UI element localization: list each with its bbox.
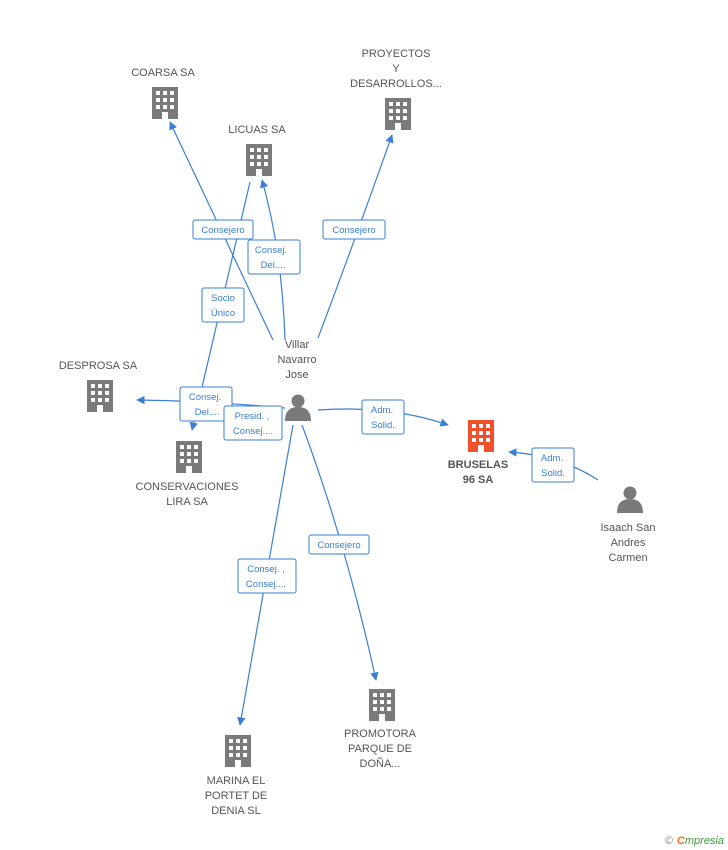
node-label: BRUSELAS xyxy=(448,459,509,471)
nodes: COARSA SA PROYECTOS Y DESARROLLOS... LIC… xyxy=(59,48,656,817)
relation-text: Consej. , xyxy=(247,564,285,575)
node-bruselas[interactable]: BRUSELAS 96 SA xyxy=(448,420,509,486)
relation-text: Presid. , xyxy=(235,411,270,422)
node-proyectos[interactable]: PROYECTOS Y DESARROLLOS... xyxy=(350,48,442,130)
copyright-symbol: © xyxy=(664,835,673,847)
relation-labels: Consejero Consej. Del.... Consejero Soci… xyxy=(179,219,575,594)
node-label: COARSA SA xyxy=(131,67,195,79)
person-icon xyxy=(285,394,311,421)
building-icon xyxy=(246,144,272,176)
node-label: DENIA SL xyxy=(211,805,261,817)
relation-text: Consej.... xyxy=(233,426,273,437)
building-icon xyxy=(468,420,494,452)
node-label: CONSERVACIONES xyxy=(136,481,239,493)
relation-text: Consej. xyxy=(189,392,221,403)
relation-text: Consejero xyxy=(332,225,375,236)
node-licuas[interactable]: LICUAS SA xyxy=(228,124,286,176)
watermark: ©Cmpresia xyxy=(665,835,724,847)
node-desprosa[interactable]: DESPROSA SA xyxy=(59,360,138,412)
relation-text: Consejero xyxy=(317,540,360,551)
relation-label-marina[interactable]: Consej. , Consej.... xyxy=(237,558,297,594)
relation-text: Adm. xyxy=(371,405,393,416)
node-label: DESPROSA SA xyxy=(59,360,138,372)
node-coarsa[interactable]: COARSA SA xyxy=(131,67,195,119)
node-label: 96 SA xyxy=(463,474,494,486)
relation-text: Consejero xyxy=(201,225,244,236)
node-label: Carmen xyxy=(608,552,647,564)
building-icon xyxy=(225,735,251,767)
node-marina[interactable]: MARINA EL PORTET DE DENIA SL xyxy=(205,735,268,817)
node-label: Andres xyxy=(611,537,646,549)
relation-label-promotora[interactable]: Consejero xyxy=(308,534,370,555)
node-isaach[interactable]: Isaach San Andres Carmen xyxy=(600,486,656,565)
relation-label-coarsa[interactable]: Consejero xyxy=(192,219,254,240)
relation-label-socio[interactable]: Socio Único xyxy=(201,287,245,323)
node-label: PROYECTOS xyxy=(362,48,431,60)
node-label: MARINA EL xyxy=(207,775,266,787)
relation-label-proyectos[interactable]: Consejero xyxy=(322,219,386,240)
node-label: PARQUE DE xyxy=(348,743,412,755)
relation-text: Consej. xyxy=(255,245,287,256)
relation-label-bruselas-villar[interactable]: Adm. Solid. xyxy=(361,399,405,435)
building-icon xyxy=(176,441,202,473)
node-promotora[interactable]: PROMOTORA PARQUE DE DOÑA... xyxy=(344,689,417,770)
node-label: LIRA SA xyxy=(166,496,208,508)
relation-label-bruselas-isaach[interactable]: Adm. Solid. xyxy=(531,447,575,483)
node-label: PROMOTORA xyxy=(344,728,417,740)
relation-text: Del.... xyxy=(261,260,286,271)
node-label: LICUAS SA xyxy=(228,124,286,136)
node-villar[interactable]: Villar Navarro Jose xyxy=(277,339,317,421)
building-icon xyxy=(369,689,395,721)
relation-text: Del.... xyxy=(195,407,220,418)
node-conservaciones[interactable]: CONSERVACIONES LIRA SA xyxy=(136,441,239,508)
relation-text: Consej.... xyxy=(246,579,286,590)
relation-text: Solid. xyxy=(371,420,395,431)
relation-text: Adm. xyxy=(541,453,563,464)
person-icon xyxy=(617,486,643,513)
brand-initial: C xyxy=(676,835,685,847)
node-label: DOÑA... xyxy=(360,757,401,770)
relation-text: Socio xyxy=(211,293,235,304)
node-label: PORTET DE xyxy=(205,790,268,802)
node-label: Jose xyxy=(285,369,308,381)
relation-text: Único xyxy=(211,308,235,319)
node-label: Villar xyxy=(285,339,310,351)
brand-name: mpresia xyxy=(684,835,724,847)
building-icon xyxy=(152,87,178,119)
relation-label-licuas[interactable]: Consej. Del.... xyxy=(247,239,301,275)
relation-label-conservaciones[interactable]: Presid. , Consej.... xyxy=(223,405,283,441)
relation-label-desprosa[interactable]: Consej. Del.... xyxy=(179,386,233,422)
node-label: Isaach San xyxy=(600,522,655,534)
building-icon xyxy=(87,380,113,412)
node-label: DESARROLLOS... xyxy=(350,78,442,90)
node-label: Y xyxy=(392,63,400,75)
relation-text: Solid. xyxy=(541,468,565,479)
node-label: Navarro xyxy=(277,354,316,366)
building-icon xyxy=(385,98,411,130)
